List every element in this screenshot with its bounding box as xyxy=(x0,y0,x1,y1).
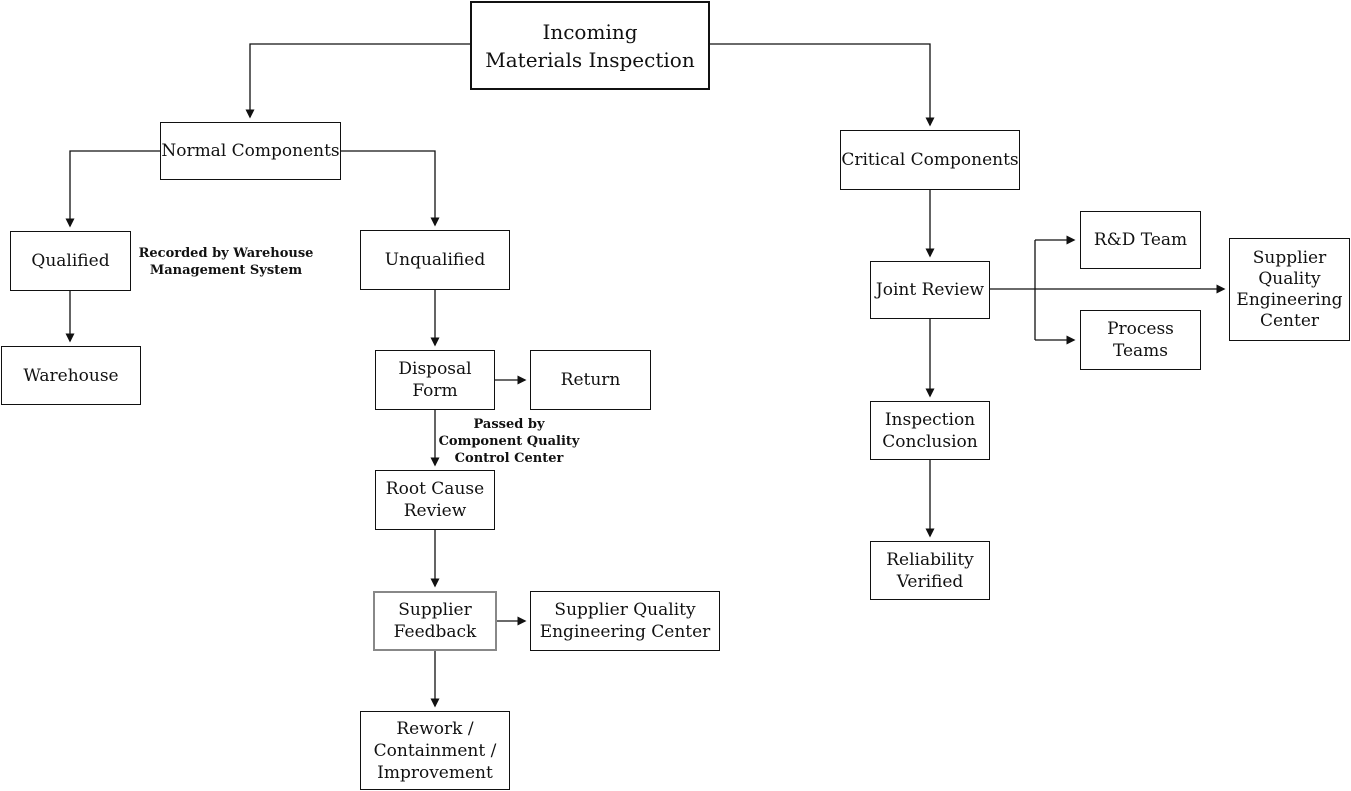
node-supplier-feedback[interactable]: Supplier Feedback xyxy=(373,591,497,651)
node-warehouse[interactable]: Warehouse xyxy=(1,346,141,405)
node-rework-containment-improvement[interactable]: Rework / Containment / Improvement xyxy=(360,711,510,790)
node-incoming-materials-inspection[interactable]: Incoming Materials Inspection xyxy=(470,1,710,90)
edge-incoming-critical xyxy=(710,43,935,127)
node-inspection-conclusion[interactable]: Inspection Conclusion xyxy=(870,401,990,460)
edge-incoming-normal xyxy=(245,43,470,119)
edge-normal-unqualified xyxy=(341,150,440,227)
annotation-recorded-by-warehouse: Recorded by Warehouse Management System xyxy=(138,246,314,278)
node-unqualified[interactable]: Unqualified xyxy=(360,230,510,290)
edge-normal-qualified xyxy=(65,150,160,228)
node-qualified[interactable]: Qualified xyxy=(10,231,131,291)
node-return[interactable]: Return xyxy=(530,350,651,410)
node-process-teams[interactable]: Process Teams xyxy=(1080,310,1201,370)
node-normal-components[interactable]: Normal Components xyxy=(160,122,341,180)
node-disposal-form[interactable]: Disposal Form xyxy=(375,350,495,410)
node-root-cause-review[interactable]: Root Cause Review xyxy=(375,470,495,530)
node-rd-team[interactable]: R&D Team xyxy=(1080,211,1201,269)
node-supplier-quality-engineering-center-right[interactable]: Supplier Quality Engineering Center xyxy=(1229,238,1350,341)
node-supplier-quality-engineering-center-left[interactable]: Supplier Quality Engineering Center xyxy=(530,591,720,651)
node-reliability-verified[interactable]: Reliability Verified xyxy=(870,541,990,600)
node-critical-components[interactable]: Critical Components xyxy=(840,130,1020,190)
annotation-passed-by-component-quality: Passed by Component Quality Control Cent… xyxy=(438,417,580,466)
node-joint-review[interactable]: Joint Review xyxy=(870,261,990,319)
